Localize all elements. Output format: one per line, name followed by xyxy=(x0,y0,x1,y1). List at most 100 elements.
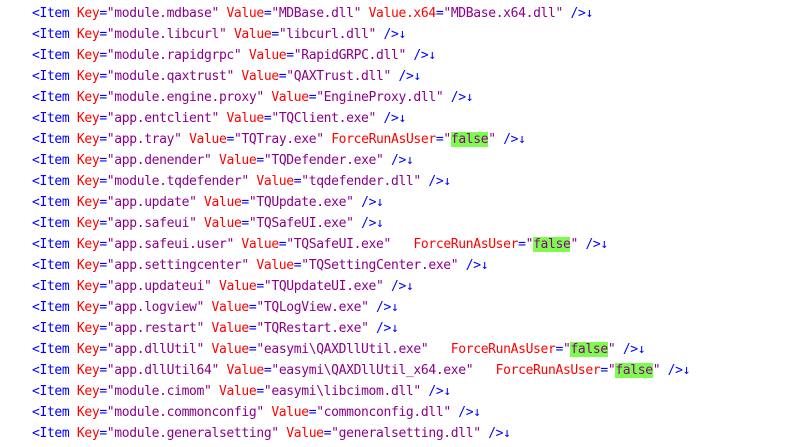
code-line[interactable]: <Item Key="module.qaxtrust" Value="QAXTr… xyxy=(32,66,421,87)
extra-value: MDBase.x64.dll xyxy=(450,6,556,21)
value-value: QAXTrust.dll xyxy=(293,69,384,84)
code-line[interactable]: <Item Key="app.denender" Value="TQDefend… xyxy=(32,150,414,171)
highlighted-false-value: false xyxy=(615,363,653,378)
equals-sign: = xyxy=(99,27,107,42)
equals-sign: = xyxy=(99,132,107,147)
quote: " xyxy=(204,384,212,399)
key-value: app.updateui xyxy=(114,279,205,294)
quote: " xyxy=(256,342,264,357)
code-line[interactable]: <Item Key="module.tqdefender" Value="tqd… xyxy=(32,171,451,192)
key-value: module.mdbase xyxy=(114,6,212,21)
value-value: TQSafeUI.exe xyxy=(293,237,384,252)
code-line[interactable]: <Item Key="module.mdbase" Value="MDBase.… xyxy=(32,3,593,24)
code-line[interactable]: <Item Key="app.tray" Value="TQTray.exe" … xyxy=(32,129,526,150)
quote: " xyxy=(106,426,115,441)
equals-sign: = xyxy=(263,6,272,21)
value-value: EngineProxy.dll xyxy=(323,90,437,105)
quote: " xyxy=(271,111,279,126)
key-attribute: Key xyxy=(76,48,100,63)
quote: " xyxy=(256,405,264,420)
quote: " xyxy=(204,153,212,168)
quote: " xyxy=(106,48,115,63)
self-close-marker: />↓ xyxy=(391,279,414,294)
code-line[interactable]: <Item Key="app.logview" Value="TQLogView… xyxy=(32,297,399,318)
code-line[interactable]: <Item Key="app.entclient" Value="TQClien… xyxy=(32,108,406,129)
value-value: easymi\QAXDllUtil_x64.exe xyxy=(278,363,466,378)
quote: " xyxy=(263,279,272,294)
key-attribute: Key xyxy=(76,258,100,273)
code-line[interactable]: <Item Key="app.restart" Value="TQRestart… xyxy=(32,318,399,339)
quote: " xyxy=(248,195,257,210)
value-attribute: Value xyxy=(286,426,324,441)
self-close-marker: />↓ xyxy=(428,384,451,399)
quote: " xyxy=(106,342,115,357)
key-attribute: Key xyxy=(76,426,100,441)
quote: " xyxy=(241,174,249,189)
code-line[interactable]: <Item Key="module.rapidgrpc" Value="Rapi… xyxy=(32,45,436,66)
code-line[interactable]: <Item Key="app.updateui" Value="TQUpdate… xyxy=(32,276,414,297)
xml-tag-open: <Item xyxy=(32,384,70,399)
key-value: app.logview xyxy=(114,300,197,315)
code-line[interactable]: <Item Key="module.engine.proxy" Value="E… xyxy=(32,87,474,108)
self-close-marker: />↓ xyxy=(667,363,691,378)
quote: " xyxy=(106,195,115,210)
value-attribute: Value xyxy=(211,300,250,315)
xml-tag-open: <Item xyxy=(32,153,70,168)
key-attribute: Key xyxy=(76,216,100,231)
code-line[interactable]: <Item Key="app.update" Value="TQUpdate.e… xyxy=(32,192,384,213)
code-line[interactable]: <Item Key="module.libcurl" Value="libcur… xyxy=(32,24,406,45)
quote: " xyxy=(211,363,219,378)
value-value: TQUpdate.exe xyxy=(256,195,347,210)
key-attribute: Key xyxy=(76,195,100,210)
key-attribute: Key xyxy=(76,363,100,378)
code-line[interactable]: <Item Key="module.commonconfig" Value="c… xyxy=(32,402,481,423)
quote: " xyxy=(196,300,205,315)
key-attribute: Key xyxy=(76,279,100,294)
self-close-marker: />↓ xyxy=(361,195,384,210)
code-line[interactable]: <Item Key="module.cimom" Value="easymi\l… xyxy=(32,381,451,402)
quote: " xyxy=(443,132,451,147)
code-line[interactable]: <Item Key="app.dllUtil64" Value="easymi\… xyxy=(32,360,690,381)
extra-attribute: ForceRunAsUser xyxy=(495,363,601,378)
key-attribute: Key xyxy=(76,174,100,189)
quote: " xyxy=(346,216,354,231)
self-close-marker: />↓ xyxy=(585,237,608,252)
quote: " xyxy=(443,405,451,420)
quote: " xyxy=(256,300,264,315)
code-line[interactable]: <Item Key="app.safeui.user" Value="TQSaf… xyxy=(32,234,608,255)
key-value: module.qaxtrust xyxy=(114,69,227,84)
key-value: module.generalsetting xyxy=(114,426,272,441)
value-attribute: Value xyxy=(226,6,264,21)
quote: " xyxy=(106,237,115,252)
value-attribute: Value xyxy=(256,258,294,273)
quote: " xyxy=(652,363,661,378)
equals-sign: = xyxy=(263,363,272,378)
equals-sign: = xyxy=(226,132,234,147)
quote: " xyxy=(435,90,444,105)
quote: " xyxy=(241,258,249,273)
quote: " xyxy=(316,90,324,105)
equals-sign: = xyxy=(435,132,444,147)
key-attribute: Key xyxy=(76,300,100,315)
quote: " xyxy=(607,342,616,357)
key-attribute: Key xyxy=(76,132,100,147)
key-value: module.cimom xyxy=(114,384,205,399)
code-line[interactable]: <Item Key="app.safeui" Value="TQSafeUI.e… xyxy=(32,213,384,234)
key-value: app.tray xyxy=(114,132,175,147)
code-line[interactable]: <Item Key="module.generalsetting" Value=… xyxy=(32,423,511,444)
quote: " xyxy=(189,216,197,231)
quote: " xyxy=(256,90,264,105)
equals-sign: = xyxy=(308,405,317,420)
quote: " xyxy=(420,342,429,357)
xml-tag-open: <Item xyxy=(32,426,70,441)
xml-tag-open: <Item xyxy=(32,405,70,420)
code-line[interactable]: <Item Key="app.settingcenter" Value="TQS… xyxy=(32,255,489,276)
key-value: module.libcurl xyxy=(114,27,219,42)
self-close-marker: />↓ xyxy=(450,90,474,105)
key-value: app.safeui xyxy=(114,216,190,231)
quote: " xyxy=(301,174,309,189)
code-line[interactable]: <Item Key="app.dllUtil" Value="easymi\QA… xyxy=(32,339,646,360)
quote: " xyxy=(301,258,309,273)
equals-sign: = xyxy=(271,27,279,42)
